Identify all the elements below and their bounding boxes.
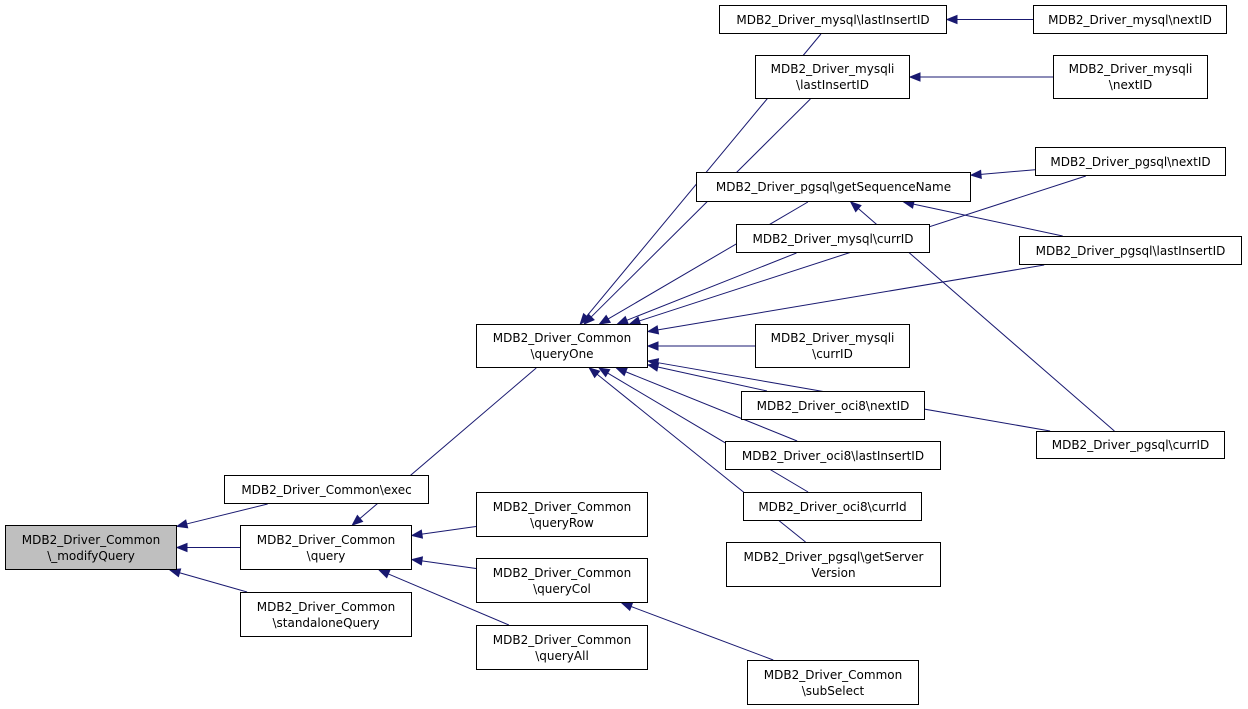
arrowhead-mysql_nextID-to-mysql_lastInsertID: [945, 14, 958, 25]
node-queryrow-line1: MDB2_Driver_Common: [492, 499, 632, 514]
edge-mysqli_lastInsertID-to-queryOne: [590, 98, 811, 318]
node-pgsql-nextid-line1: MDB2_Driver_pgsql\nextID: [1050, 154, 1211, 169]
node-mysqli-lastinsertid-line2: \lastInsertID: [796, 78, 869, 92]
node-mysqli-currid-line1: MDB2_Driver_mysqli: [770, 331, 895, 345]
arrowhead-query-to-root: [175, 542, 188, 553]
arrowhead-mysqli_currID-to-queryOne: [646, 341, 659, 351]
node-oci8-currid-line1: MDB2_Driver_oci8\currId: [758, 499, 907, 514]
node-modifyquery-line1: MDB2_Driver_Common: [21, 532, 161, 547]
node-subselect-line1: MDB2_Driver_Common: [763, 667, 903, 682]
edge-standaloneQuery-to-root: [179, 572, 248, 593]
edge-queryRow-to-query: [421, 526, 477, 535]
edge-queryAll-to-query: [388, 573, 510, 626]
node-standalonequery[interactable]: MDB2_Driver_Common \standaloneQuery: [240, 592, 412, 637]
node-mysql-currid[interactable]: MDB2_Driver_mysql\currID: [736, 224, 930, 253]
node-modifyquery-line2: \_modifyQuery: [47, 548, 135, 563]
node-subselect-line2: \subSelect: [801, 683, 865, 698]
edge-queryCol-to-query: [421, 560, 477, 569]
edge-pgsql_lastInsertID-to-queryOne: [657, 264, 1045, 331]
node-oci8-nextid-line1: MDB2_Driver_oci8\nextID: [756, 398, 910, 413]
node-mysqli-nextid[interactable]: MDB2_Driver_mysqli \nextID: [1053, 55, 1208, 99]
arrowhead-pgsql_currID-to-pgsql_getSequenceName: [849, 201, 862, 213]
node-pgsql-getsequencename[interactable]: MDB2_Driver_pgsql\getSequenceName: [696, 172, 971, 202]
node-queryrow[interactable]: MDB2_Driver_Common \queryRow: [476, 492, 648, 537]
node-query[interactable]: MDB2_Driver_Common \query: [240, 525, 412, 570]
arrowhead-pgsql_nextID-to-pgsql_getSequenceName: [969, 169, 982, 180]
node-mysql-nextid-line1: MDB2_Driver_mysql\nextID: [1048, 12, 1212, 27]
node-modifyquery: MDB2_Driver_Common \_modifyQuery: [5, 525, 177, 570]
node-exec-line1: MDB2_Driver_Common\exec: [241, 482, 412, 497]
node-query-line1: MDB2_Driver_Common: [256, 532, 396, 547]
arrowhead-queryAll-to-query: [377, 569, 391, 579]
edge-subSelect-to-queryCol: [630, 606, 774, 661]
node-exec[interactable]: MDB2_Driver_Common\exec: [224, 475, 429, 504]
node-querycol-line1: MDB2_Driver_Common: [492, 565, 632, 580]
node-pgsql-currid[interactable]: MDB2_Driver_pgsql\currID: [1036, 431, 1225, 459]
edge-oci8_currId-to-queryOne: [607, 372, 809, 493]
arrowhead-mysql_currID-to-queryOne: [616, 315, 629, 325]
node-oci8-nextid[interactable]: MDB2_Driver_oci8\nextID: [741, 391, 925, 420]
node-pgsql-getserverversion[interactable]: MDB2_Driver_pgsql\getServer Version: [726, 542, 941, 587]
node-pgsql-nextid[interactable]: MDB2_Driver_pgsql\nextID: [1035, 147, 1226, 176]
arrowhead-mysqli_nextID-to-mysqli_lastInsertID: [908, 72, 921, 82]
edge-mysql_currID-to-queryOne: [626, 252, 797, 321]
arrowhead-subSelect-to-queryCol: [620, 602, 634, 612]
arrowhead-standaloneQuery-to-root: [168, 568, 182, 578]
node-oci8-currid[interactable]: MDB2_Driver_oci8\currId: [743, 492, 922, 521]
node-mysqli-currid-line2: \currID: [812, 347, 853, 361]
arrowhead-queryRow-to-query: [410, 529, 424, 539]
node-queryall-line1: MDB2_Driver_Common: [492, 632, 632, 647]
arrowhead-oci8_currId-to-queryOne: [597, 367, 611, 378]
arrowhead-pgsql_getServerVersion-to-queryOne: [588, 367, 601, 379]
node-mysql-nextid[interactable]: MDB2_Driver_mysql\nextID: [1033, 5, 1227, 34]
node-queryall[interactable]: MDB2_Driver_Common \queryAll: [476, 625, 648, 670]
node-mysqli-nextid-line1: MDB2_Driver_mysqli: [1068, 62, 1193, 76]
node-queryone[interactable]: MDB2_Driver_Common \queryOne: [476, 324, 648, 368]
edge-oci8_nextID-to-queryOne: [657, 366, 768, 392]
node-querycol[interactable]: MDB2_Driver_Common \queryCol: [476, 558, 648, 603]
node-mysqli-lastinsertid[interactable]: MDB2_Driver_mysqli \lastInsertID: [755, 55, 910, 99]
edge-exec-to-root: [186, 503, 268, 525]
node-mysql-lastinsertid[interactable]: MDB2_Driver_mysql\lastInsertID: [719, 5, 947, 34]
node-pgsql-lastinsertid-line1: MDB2_Driver_pgsql\lastInsertID: [1035, 243, 1226, 258]
node-oci8-lastinsertid-line1: MDB2_Driver_oci8\lastInsertID: [741, 448, 925, 463]
node-queryrow-line2: \queryRow: [530, 515, 594, 530]
node-query-line2: \query: [306, 548, 346, 563]
node-mysql-lastinsertid-line1: MDB2_Driver_mysql\lastInsertID: [736, 12, 930, 27]
node-pgsql-getserverversion-line1: MDB2_Driver_pgsql\getServer: [743, 549, 924, 564]
arrowhead-mysqli_lastInsertID-to-queryOne: [583, 313, 595, 325]
edge-pgsql_lastInsertID-to-pgsql_getSequenceName: [913, 203, 1063, 237]
node-subselect[interactable]: MDB2_Driver_Common \subSelect: [747, 660, 919, 705]
edge-oci8_lastInsertID-to-queryOne: [625, 371, 798, 442]
arrowhead-queryCol-to-query: [410, 556, 424, 566]
edge-pgsql_getSequenceName-to-queryOne: [607, 201, 809, 320]
node-mysql-currid-line1: MDB2_Driver_mysql\currID: [752, 231, 914, 246]
node-mysqli-lastinsertid-line1: MDB2_Driver_mysqli: [770, 62, 895, 76]
node-queryall-line2: \queryAll: [535, 648, 589, 663]
node-queryone-line1: MDB2_Driver_Common: [492, 331, 632, 345]
node-mysqli-nextid-line2: \nextID: [1108, 78, 1153, 92]
arrowhead-pgsql_currID-to-queryOne: [646, 358, 660, 368]
node-mysqli-currid[interactable]: MDB2_Driver_mysqli \currID: [755, 324, 910, 368]
node-pgsql-getserverversion-line2: Version: [811, 565, 856, 580]
node-pgsql-getsequencename-line1: MDB2_Driver_pgsql\getSequenceName: [715, 180, 952, 194]
node-standalonequery-line1: MDB2_Driver_Common: [256, 599, 396, 614]
node-pgsql-lastinsertid[interactable]: MDB2_Driver_pgsql\lastInsertID: [1019, 236, 1242, 265]
node-standalonequery-line2: \standaloneQuery: [272, 615, 380, 630]
node-queryone-line2: \queryOne: [530, 347, 594, 361]
edge-pgsql_nextID-to-pgsql_getSequenceName: [980, 169, 1036, 175]
arrowhead-pgsql_lastInsertID-to-queryOne: [646, 325, 660, 335]
arrowhead-oci8_lastInsertID-to-queryOne: [615, 367, 628, 377]
node-pgsql-currid-line1: MDB2_Driver_pgsql\currID: [1051, 438, 1210, 452]
arrowhead-pgsql_getSequenceName-to-queryOne: [598, 314, 612, 325]
arrowhead-queryOne-to-query: [351, 514, 364, 526]
node-querycol-line2: \queryCol: [533, 581, 591, 596]
node-oci8-lastinsertid[interactable]: MDB2_Driver_oci8\lastInsertID: [725, 441, 941, 470]
arrowhead-exec-to-root: [175, 519, 189, 529]
